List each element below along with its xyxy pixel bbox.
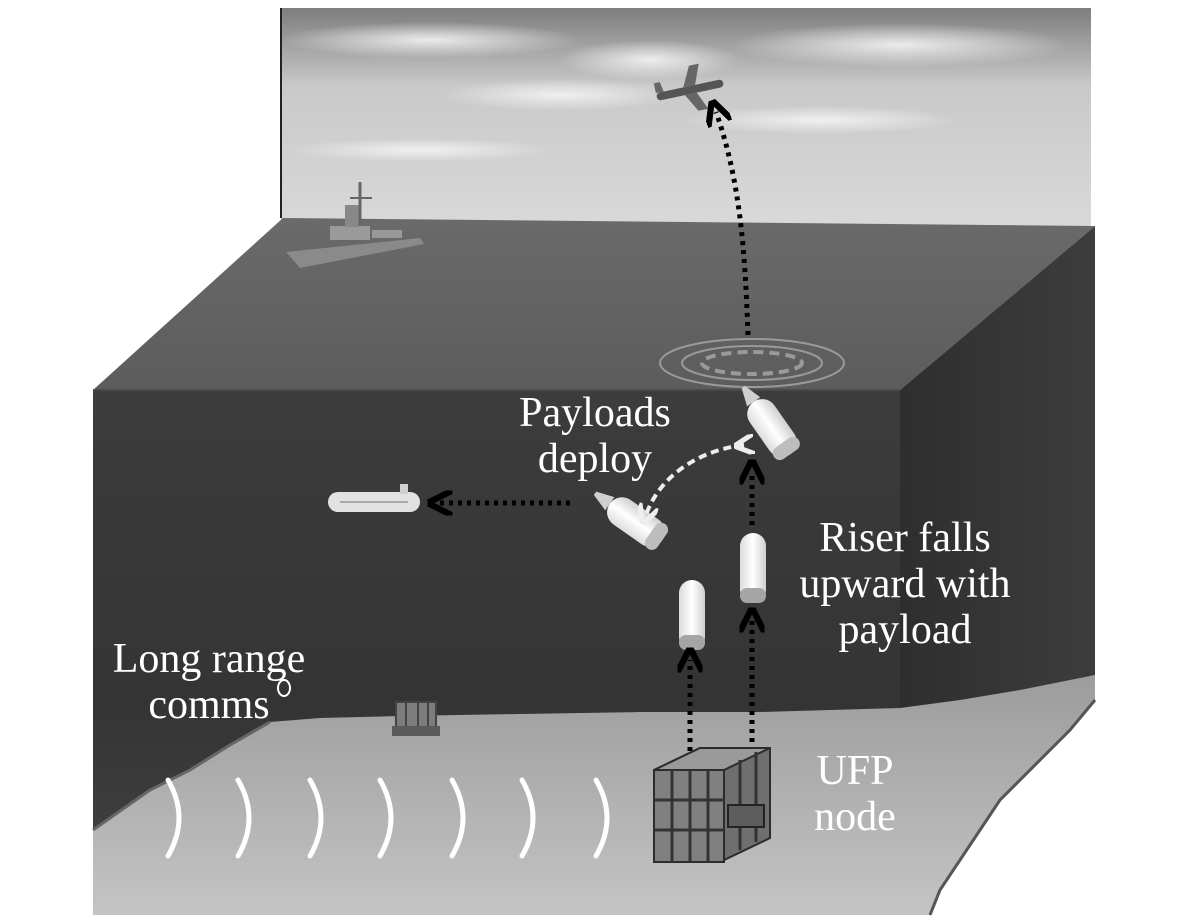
payloads-deploy-line-1: Payloads bbox=[519, 390, 671, 436]
riser-capsule-icon bbox=[740, 533, 766, 603]
payloads-deploy-label: Payloads deploy bbox=[500, 390, 690, 482]
payload-canister-icon bbox=[593, 491, 669, 550]
riser-label: Riser falls upward with payload bbox=[775, 515, 1035, 653]
acoustic-wave-icon bbox=[165, 777, 610, 859]
seabed bbox=[92, 675, 1097, 916]
aircraft-icon bbox=[653, 63, 724, 111]
ufp-node-line-2: node bbox=[814, 794, 896, 840]
ocean-surface bbox=[93, 218, 1095, 390]
comms-line-1: Long range bbox=[112, 636, 306, 682]
ocean-side-face bbox=[900, 226, 1095, 760]
sky-panel bbox=[280, 8, 1091, 230]
comms-line-2: comms bbox=[148, 682, 270, 728]
payload-deploy-arrow bbox=[646, 445, 744, 515]
riser-line-3: payload bbox=[838, 607, 972, 653]
payloads-deploy-line-2: deploy bbox=[537, 436, 653, 482]
payload-canister-icon bbox=[741, 385, 800, 461]
uplink-arrow bbox=[716, 112, 751, 336]
riser-line-1: Riser falls bbox=[819, 515, 991, 561]
ufp-node-label: UFP node bbox=[790, 748, 920, 840]
riser-line-2: upward with bbox=[799, 561, 1011, 607]
ufp-node-line-1: UFP bbox=[816, 748, 894, 794]
surface-ripple-icon bbox=[659, 338, 845, 388]
seabed-sensor-icon bbox=[392, 701, 440, 736]
uuv-icon bbox=[328, 484, 420, 512]
riser-capsule-icon bbox=[679, 580, 705, 650]
comms-label: Long range comms bbox=[92, 636, 326, 728]
ship-icon bbox=[286, 182, 424, 268]
comms-antenna-icon bbox=[277, 679, 291, 697]
ufp-node-icon bbox=[653, 747, 771, 863]
